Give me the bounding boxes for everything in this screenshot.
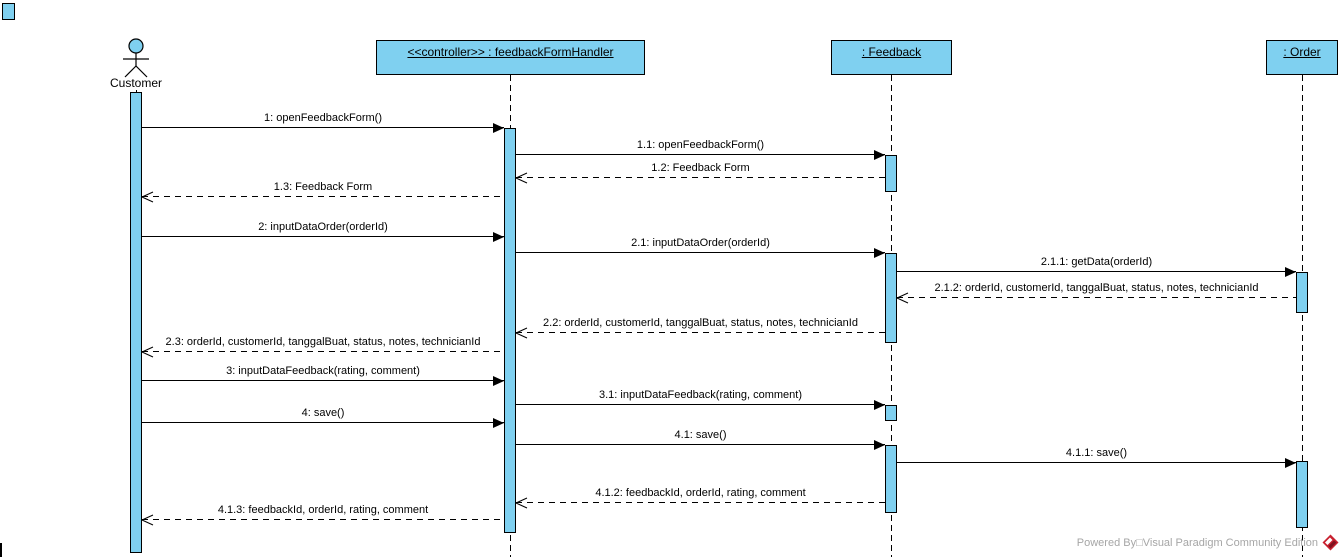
message-call[interactable]: 4.1: save()	[516, 425, 885, 450]
lifeline-head-feedback[interactable]: : Feedback	[831, 40, 952, 75]
open-arrowhead-icon	[515, 327, 528, 339]
message-line	[516, 444, 885, 445]
lifeline-label-order: : Order	[1283, 45, 1321, 59]
activation-bar-customer[interactable]	[130, 92, 142, 553]
solid-arrowhead-icon	[493, 232, 504, 242]
message-label: 3: inputDataFeedback(rating, comment)	[226, 365, 420, 377]
visual-paradigm-logo-icon	[1322, 534, 1339, 551]
message-return[interactable]: 4.1.2: feedbackId, orderId, rating, comm…	[515, 483, 885, 509]
activation-bar-feedback[interactable]	[885, 405, 897, 421]
message-line	[142, 380, 504, 381]
message-line	[516, 177, 885, 178]
message-label: 2.1: inputDataOrder(orderId)	[631, 237, 770, 249]
open-arrowhead-icon	[896, 292, 909, 304]
solid-arrowhead-icon	[493, 418, 504, 428]
message-call[interactable]: 4: save()	[142, 403, 504, 428]
solid-arrowhead-icon	[874, 248, 885, 258]
solid-arrowhead-icon	[1285, 267, 1296, 277]
solid-arrowhead-icon	[493, 376, 504, 386]
message-label: 2.3: orderId, customerId, tanggalBuat, s…	[165, 336, 481, 348]
message-call[interactable]: 2.1.1: getData(orderId)	[897, 252, 1296, 277]
message-return[interactable]: 2.2: orderId, customerId, tanggalBuat, s…	[515, 313, 885, 339]
open-arrowhead-icon	[515, 497, 528, 509]
message-label: 2: inputDataOrder(orderId)	[258, 221, 388, 233]
powered-by-watermark: Powered By□Visual Paradigm Community Edi…	[1077, 534, 1339, 551]
lifeline-label-customer[interactable]: Customer	[109, 76, 162, 90]
lifeline-label-feedback: : Feedback	[861, 45, 922, 59]
message-line	[516, 404, 885, 405]
open-arrowhead-icon	[141, 346, 154, 358]
message-label: 1.2: Feedback Form	[651, 162, 750, 174]
activation-bar-feedback[interactable]	[885, 445, 897, 513]
message-label: 4.1.2: feedbackId, orderId, rating, comm…	[595, 487, 806, 499]
message-call[interactable]: 3: inputDataFeedback(rating, comment)	[142, 361, 504, 386]
open-arrowhead-icon	[515, 172, 528, 184]
message-return[interactable]: 2.3: orderId, customerId, tanggalBuat, s…	[141, 332, 504, 358]
frame-edge-line	[0, 543, 2, 557]
message-return[interactable]: 4.1.3: feedbackId, orderId, rating, comm…	[141, 500, 504, 526]
message-line	[142, 127, 504, 128]
solid-arrowhead-icon	[493, 123, 504, 133]
message-line	[897, 462, 1296, 463]
activation-bar-order[interactable]	[1296, 272, 1308, 313]
message-call[interactable]: 2: inputDataOrder(orderId)	[142, 217, 504, 242]
activation-bar-feedback[interactable]	[885, 155, 897, 192]
message-line	[516, 252, 885, 253]
message-line	[897, 297, 1296, 298]
solid-arrowhead-icon	[874, 440, 885, 450]
message-label: 4.1.3: feedbackId, orderId, rating, comm…	[217, 504, 429, 516]
message-label: 2.2: orderId, customerId, tanggalBuat, s…	[543, 317, 858, 329]
activation-bar-feedback-form-handler[interactable]	[504, 128, 516, 533]
powered-by-text: Powered By□Visual Paradigm Community Edi…	[1076, 536, 1318, 549]
actor-customer-icon[interactable]	[114, 38, 158, 78]
corner-marker	[2, 3, 15, 20]
lifeline-head-order[interactable]: : Order	[1266, 40, 1338, 75]
message-call[interactable]: 1: openFeedbackForm()	[142, 108, 504, 133]
message-line	[516, 502, 885, 503]
message-call[interactable]: 3.1: inputDataFeedback(rating, comment)	[516, 385, 885, 410]
message-label: 4.1.1: save()	[1065, 447, 1128, 459]
message-label: 4: save()	[301, 407, 345, 419]
message-line	[516, 332, 885, 333]
message-return[interactable]: 2.1.2: orderId, customerId, tanggalBuat,…	[896, 278, 1296, 304]
solid-arrowhead-icon	[1285, 458, 1296, 468]
message-line	[142, 422, 504, 423]
message-return[interactable]: 1.3: Feedback Form	[141, 177, 504, 203]
lifeline-label-feedback-form-handler: <<controller>> : feedbackFormHandler	[407, 45, 614, 59]
message-line	[142, 236, 504, 237]
solid-arrowhead-icon	[874, 400, 885, 410]
open-arrowhead-icon	[141, 191, 154, 203]
message-call[interactable]: 4.1.1: save()	[897, 443, 1296, 468]
message-label: 4.1: save()	[674, 429, 727, 441]
message-line	[516, 154, 885, 155]
message-label: 1: openFeedbackForm()	[264, 112, 382, 124]
message-line	[142, 351, 504, 352]
message-label: 2.1.2: orderId, customerId, tanggalBuat,…	[934, 282, 1259, 294]
message-line	[897, 271, 1296, 272]
message-return[interactable]: 1.2: Feedback Form	[515, 158, 885, 184]
message-label: 3.1: inputDataFeedback(rating, comment)	[599, 389, 802, 401]
activation-bar-order[interactable]	[1296, 461, 1308, 528]
message-label: 2.1.1: getData(orderId)	[1040, 256, 1153, 268]
message-line	[142, 196, 504, 197]
message-label: 1.3: Feedback Form	[273, 181, 373, 193]
message-line	[142, 519, 504, 520]
lifeline-line-order[interactable]	[1302, 75, 1303, 557]
lifeline-head-feedback-form-handler[interactable]: <<controller>> : feedbackFormHandler	[376, 40, 645, 75]
solid-arrowhead-icon	[874, 150, 885, 160]
message-label: 1.1: openFeedbackForm()	[636, 139, 765, 151]
open-arrowhead-icon	[141, 514, 154, 526]
message-call[interactable]: 1.1: openFeedbackForm()	[516, 135, 885, 160]
message-call[interactable]: 2.1: inputDataOrder(orderId)	[516, 233, 885, 258]
